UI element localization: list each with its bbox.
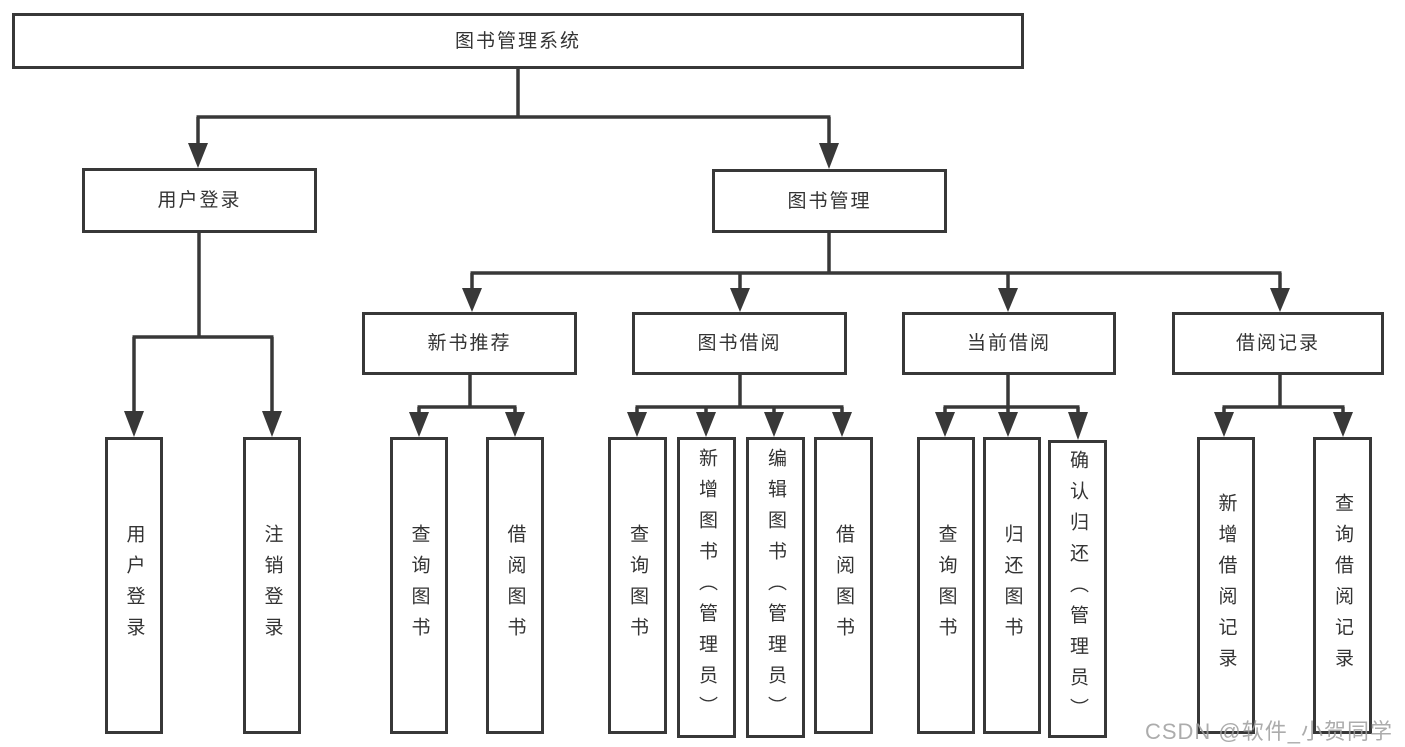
leaf-borrowing-query-books: 查询图书 (608, 437, 667, 734)
node-book-borrowing-label: 图书借阅 (697, 333, 782, 354)
leaf-borrowing-borrow-books-label: 借阅图书 (833, 523, 854, 648)
leaf-borrowing-edit-books-admin-label: 编辑图书（管理员） (765, 448, 786, 727)
node-current-borrowing-label: 当前借阅 (966, 333, 1051, 354)
leaf-logout: 注销登录 (243, 437, 301, 734)
leaf-records-add-record: 新增借阅记录 (1197, 437, 1255, 734)
leaf-borrowing-query-books-label: 查询图书 (627, 523, 648, 648)
node-book-borrowing: 图书借阅 (632, 312, 847, 375)
node-book-management: 图书管理 (712, 169, 947, 233)
node-borrowing-records: 借阅记录 (1172, 312, 1384, 375)
leaf-records-add-record-label: 新增借阅记录 (1215, 492, 1237, 679)
leaf-borrowing-add-books-admin-label: 新增图书（管理员） (696, 448, 717, 727)
leaf-newbook-borrow-books-label: 借阅图书 (504, 523, 526, 648)
leaf-newbook-borrow-books: 借阅图书 (486, 437, 544, 734)
node-new-book-recommend-label: 新书推荐 (427, 333, 512, 354)
leaf-records-query-record: 查询借阅记录 (1313, 437, 1372, 734)
leaf-newbook-query-books-label: 查询图书 (408, 523, 430, 648)
node-user-login-label: 用户登录 (157, 190, 242, 211)
leaf-records-query-record-label: 查询借阅记录 (1332, 492, 1353, 679)
leaf-current-confirm-return-admin: 确认归还（管理员） (1048, 440, 1107, 738)
node-borrowing-records-label: 借阅记录 (1235, 333, 1320, 354)
leaf-borrowing-edit-books-admin: 编辑图书（管理员） (746, 437, 805, 738)
leaf-newbook-query-books: 查询图书 (390, 437, 448, 734)
node-book-management-label: 图书管理 (787, 190, 872, 212)
leaf-user-login: 用户登录 (105, 437, 163, 734)
node-user-login: 用户登录 (82, 168, 317, 233)
leaf-logout-label: 注销登录 (261, 523, 283, 648)
leaf-current-confirm-return-admin-label: 确认归还（管理员） (1067, 449, 1088, 729)
leaf-current-return-books-label: 归还图书 (1001, 523, 1023, 648)
node-root: 图书管理系统 (12, 13, 1024, 69)
leaf-borrowing-add-books-admin: 新增图书（管理员） (677, 437, 736, 738)
leaf-current-query-books: 查询图书 (917, 437, 975, 734)
node-current-borrowing: 当前借阅 (902, 312, 1116, 375)
node-root-label: 图书管理系统 (454, 30, 581, 52)
leaf-current-query-books-label: 查询图书 (935, 523, 957, 648)
leaf-current-return-books: 归还图书 (983, 437, 1041, 734)
leaf-user-login-label: 用户登录 (123, 523, 145, 648)
node-new-book-recommend: 新书推荐 (362, 312, 577, 375)
leaf-borrowing-borrow-books: 借阅图书 (814, 437, 873, 734)
